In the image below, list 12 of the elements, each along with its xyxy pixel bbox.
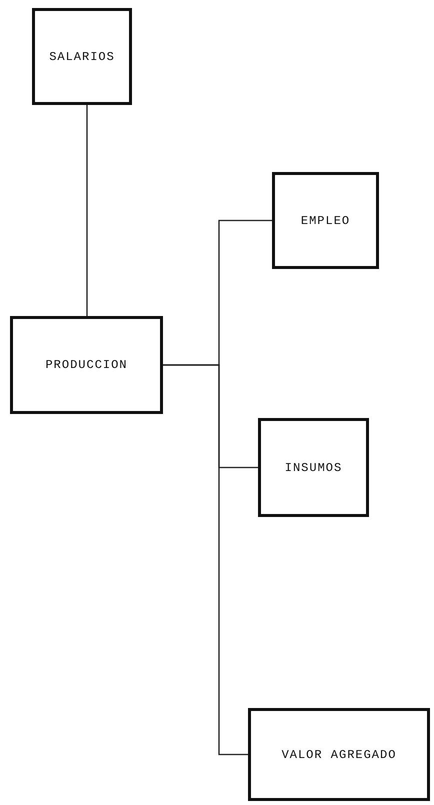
box-label: VALOR AGREGADO — [282, 748, 396, 762]
process-box — [258, 418, 369, 517]
box-label: EMPLEO — [300, 214, 350, 228]
box-label: INSUMOS — [284, 460, 342, 474]
process-box — [248, 708, 430, 801]
connector-line — [86, 105, 88, 316]
box-label: SALARIOS — [49, 50, 115, 64]
process-box — [10, 316, 163, 414]
process-box — [32, 8, 132, 105]
box-label: PRODUCCION — [45, 358, 128, 372]
connector-line — [163, 364, 248, 756]
process-box — [272, 172, 379, 269]
